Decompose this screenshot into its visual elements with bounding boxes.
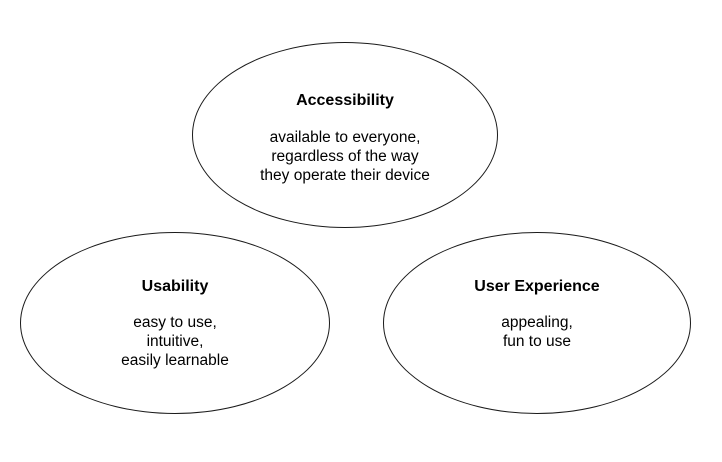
accessibility-line-3: they operate their device bbox=[260, 167, 430, 184]
user-experience-text: User Experience appealing, fun to use bbox=[384, 277, 690, 351]
usability-title: Usability bbox=[141, 278, 209, 295]
usability-line-1: easy to use, bbox=[133, 314, 217, 331]
user-experience-line-1: appealing, bbox=[501, 314, 573, 331]
accessibility-text: Accessibility available to everyone, reg… bbox=[193, 91, 497, 185]
accessibility-line-2: regardless of the way bbox=[271, 148, 419, 165]
accessibility-title: Accessibility bbox=[296, 92, 394, 109]
usability-line-3: easily learnable bbox=[121, 352, 229, 369]
usability-bubble: Usability easy to use, intuitive, easily… bbox=[20, 232, 330, 414]
user-experience-title: User Experience bbox=[474, 278, 600, 295]
user-experience-line-2: fun to use bbox=[502, 333, 572, 350]
usability-line-2: intuitive, bbox=[146, 333, 204, 350]
user-experience-bubble: User Experience appealing, fun to use bbox=[383, 232, 691, 414]
usability-text: Usability easy to use, intuitive, easily… bbox=[21, 277, 329, 370]
accessibility-bubble: Accessibility available to everyone, reg… bbox=[192, 42, 498, 228]
accessibility-line-1: available to everyone, bbox=[269, 129, 421, 146]
